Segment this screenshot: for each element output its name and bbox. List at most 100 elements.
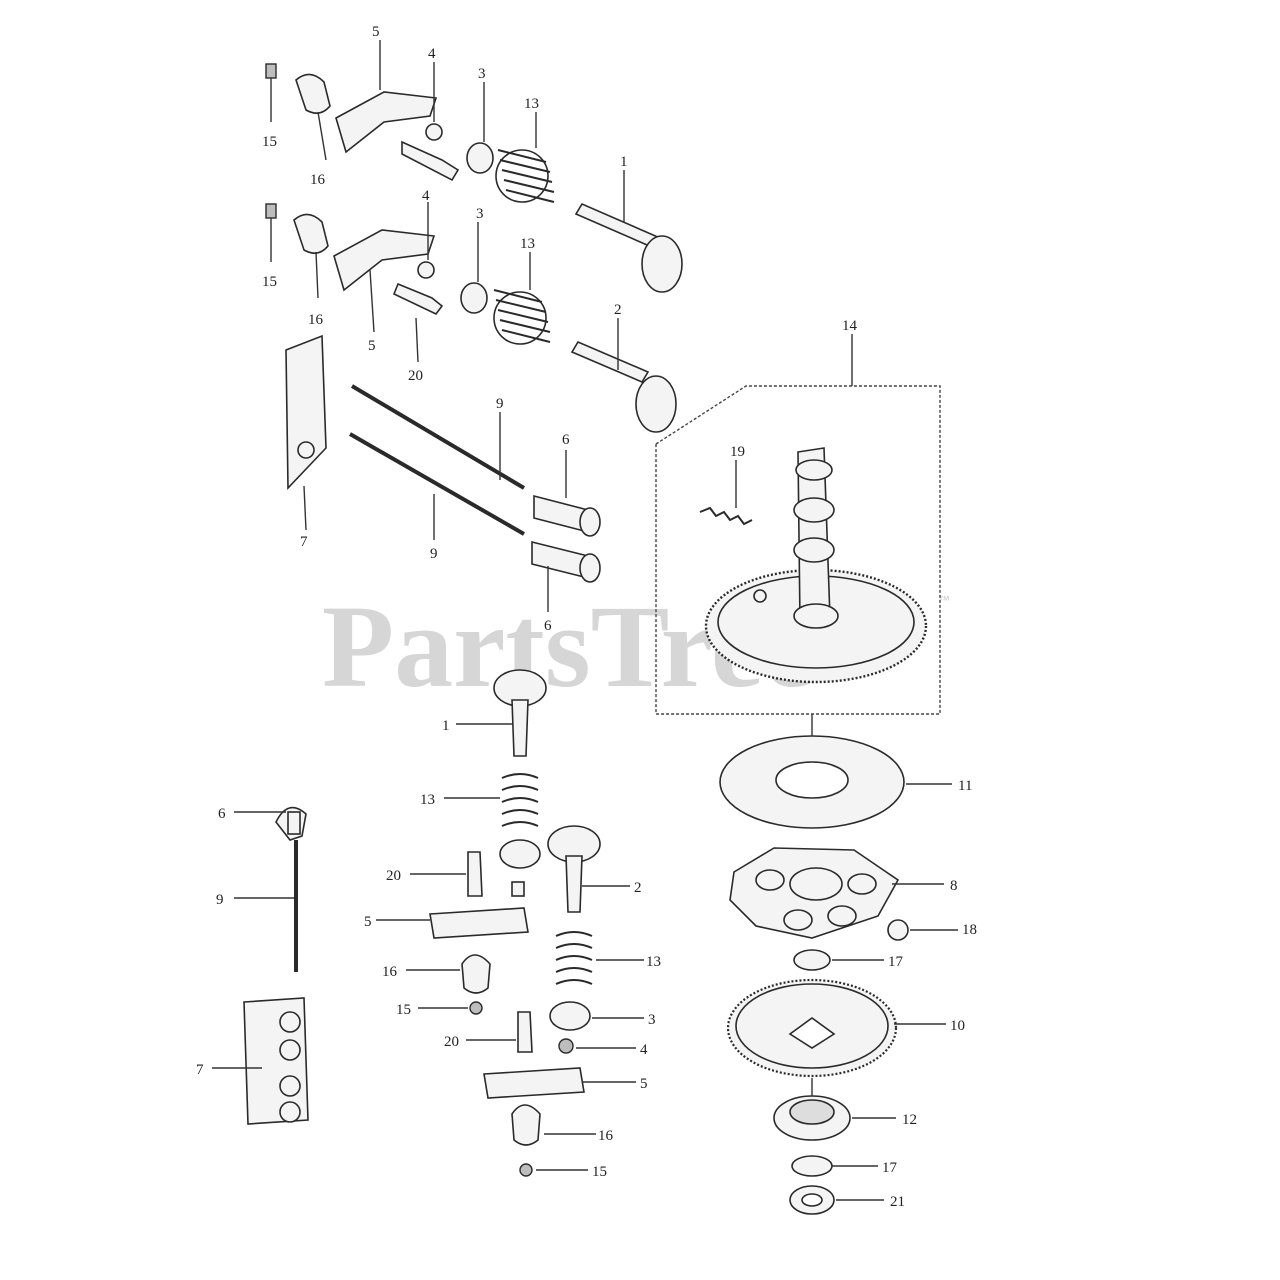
label-5-top: 5 (372, 24, 380, 40)
label-13-lower-b: 13 (646, 954, 661, 970)
label-7-top: 7 (300, 534, 308, 550)
leader-16-upper (317, 111, 327, 161)
pivot-stud-lower (392, 282, 444, 316)
label-18: 18 (962, 922, 977, 938)
label-4-top: 4 (428, 46, 436, 62)
label-1-top: 1 (620, 154, 628, 170)
label-3-mid: 3 (476, 206, 484, 222)
governor-stack (719, 735, 958, 1215)
spring-19 (699, 506, 753, 526)
ring-17-lower (791, 1155, 833, 1177)
label-20-lower-a: 20 (386, 868, 401, 884)
tappet-6-a-head (579, 507, 601, 537)
plate-hole-4 (279, 1101, 301, 1123)
bolt-20-lower-a (467, 851, 483, 897)
lower-left-group (212, 806, 309, 1125)
label-5-lower-b: 5 (640, 1076, 648, 1092)
valve-spring-13-lower (493, 289, 551, 345)
label-15-lower-b: 15 (592, 1164, 607, 1180)
label-15-lower-a: 15 (396, 1002, 411, 1018)
adjuster-16-lower-a (461, 954, 491, 994)
push-rod-9-b (349, 432, 525, 536)
label-15-mid: 15 (262, 274, 277, 290)
label-16-lower-a: 16 (382, 964, 398, 980)
label-21: 21 (890, 1194, 905, 1210)
label-2-lower: 2 (634, 880, 642, 896)
label-7-lower: 7 (196, 1062, 204, 1078)
label-4-lower: 4 (640, 1042, 648, 1058)
label-9-top: 9 (496, 396, 504, 412)
rocker-group-upper (265, 40, 683, 293)
sleeve-12-top (789, 1099, 835, 1125)
pivot-ball-4-lower (417, 261, 435, 279)
label-10: 10 (950, 1018, 965, 1034)
cam-lobe-c (793, 537, 835, 563)
governor-8-hub (789, 867, 843, 901)
governor-weight-a (847, 873, 877, 895)
valve-1-stem (574, 202, 662, 250)
governor-weight-d (827, 905, 857, 927)
label-16-lower-b: 16 (598, 1128, 614, 1144)
plate-hole-1 (279, 1011, 301, 1033)
push-rod-9-a (350, 384, 526, 490)
leader-5-lower (369, 269, 375, 333)
label-9-lower: 9 (216, 892, 224, 908)
guide-plate-7-upper (285, 334, 327, 490)
label-17-upper: 17 (888, 954, 904, 970)
label-6-lower: 6 (218, 806, 226, 822)
label-3-top: 3 (478, 66, 486, 82)
lower-valve-stack (376, 669, 644, 1177)
leader-20-lower (415, 317, 419, 363)
valve-spring-13-lower-a (501, 773, 539, 827)
keeper-lower-a (511, 881, 525, 897)
retainer-lower-a (499, 839, 541, 869)
label-6-mid: 6 (544, 618, 552, 634)
cam-lobe-b (793, 497, 835, 523)
nut-15-lower-a (469, 1001, 483, 1015)
valve-1-lower-stem (511, 699, 529, 757)
retainer-3-upper (466, 142, 494, 174)
valve-spring-13-upper (495, 149, 555, 203)
label-20-lower-b: 20 (444, 1034, 459, 1050)
nut-15-upper (265, 63, 277, 79)
rocker-group-lower (265, 202, 677, 433)
valve-2-stem (570, 340, 650, 384)
rocker-arm-5-upper (335, 91, 438, 154)
governor-weight-c (783, 909, 813, 931)
callout-labels: 5 4 3 13 15 16 1 4 3 13 15 2 16 14 5 20 … (196, 24, 977, 1210)
rocker-arm-5-lower (333, 229, 436, 292)
label-2-top: 2 (614, 302, 622, 318)
bolt-20-lower-b (517, 1011, 533, 1053)
nut-15-lower (265, 203, 277, 219)
washer-21-hole (801, 1193, 823, 1207)
adjuster-16-lower (293, 213, 329, 254)
label-13-mid: 13 (520, 236, 535, 252)
label-8: 8 (950, 878, 958, 894)
watermark-trademark: ™ (938, 593, 950, 607)
valve-1-head (641, 235, 683, 293)
guide-plate-hole-upper (297, 441, 315, 459)
label-5-mid: 5 (368, 338, 376, 354)
valve-2-head (635, 375, 677, 433)
adjuster-16-upper (295, 73, 331, 114)
label-15-top: 15 (262, 134, 277, 150)
label-16-top: 16 (310, 172, 326, 188)
label-13-top: 13 (524, 96, 539, 112)
ball-18 (887, 919, 909, 941)
plate-hole-3 (279, 1075, 301, 1097)
cam-hub (793, 603, 839, 629)
pivot-ball-4-upper (425, 123, 443, 141)
pivot-stud-upper (401, 140, 460, 182)
camshaft-box-outline (655, 385, 941, 715)
cam-lobe-a (795, 459, 833, 481)
washer-11-hole (775, 761, 849, 799)
label-4-mid: 4 (422, 188, 430, 204)
pivot-ball-4-lower-b (558, 1038, 574, 1054)
rocker-arm-5-lower-b (483, 1067, 585, 1099)
label-20-top: 20 (408, 368, 423, 384)
cam-gear-hole (753, 589, 767, 603)
valve-spring-13-lower-b (555, 931, 593, 985)
tappet-6-b (531, 540, 589, 580)
label-5-lower-a: 5 (364, 914, 372, 930)
